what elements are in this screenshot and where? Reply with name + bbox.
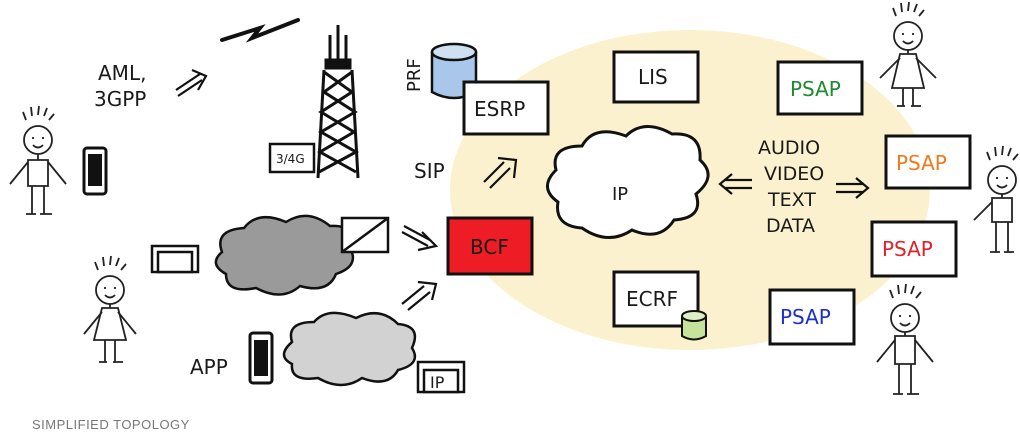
psap-box-3: PSAP <box>870 220 958 278</box>
psap-label-2: PSAP <box>896 151 947 175</box>
psap-box-2: PSAP <box>884 134 972 190</box>
ip-phone-label: IP <box>430 373 445 392</box>
ip-cloud-label: IP <box>612 184 628 205</box>
tower-badge: 3/4G <box>268 142 316 174</box>
sip-label: SIP <box>414 159 445 183</box>
tower-badge-label: 3/4G <box>276 152 305 166</box>
media-text-label: TEXT <box>767 189 816 211</box>
bcf-box: BCF <box>446 216 534 276</box>
psap-box-4: PSAP <box>768 288 856 346</box>
esrp-box: ESRP <box>462 80 550 136</box>
person-icon <box>83 255 137 363</box>
aml-arrow-icon <box>175 68 208 97</box>
lis-box: LIS <box>612 50 700 104</box>
psap-label-1: PSAP <box>790 77 841 101</box>
media-arrow-left-icon <box>718 173 752 195</box>
prf-label: PRF <box>404 58 425 92</box>
person-icon <box>9 105 67 215</box>
person-icon <box>876 283 934 395</box>
media-data-label: DATA <box>766 215 815 237</box>
pstn-arrow-icon <box>401 225 439 252</box>
app-phone-icon <box>248 331 274 385</box>
media-arrow-right-icon <box>836 177 870 199</box>
ecrf-database-icon <box>681 310 707 341</box>
media-video-label: VIDEO <box>764 163 824 185</box>
psap-box-1: PSAP <box>776 60 864 116</box>
diagram-caption: SIMPLIFIED TOPOLOGY <box>32 417 190 432</box>
person-icon <box>879 1 937 107</box>
3gpp-label: 3GPP <box>94 87 146 111</box>
person-icon <box>973 145 1019 253</box>
internet-arrow-icon <box>401 280 438 311</box>
esrp-label: ESRP <box>474 97 525 121</box>
media-audio-label: AUDIO <box>758 137 820 159</box>
sip-arrow-icon <box>483 156 518 189</box>
radio-signal-icon <box>220 18 300 43</box>
lis-label: LIS <box>638 65 668 89</box>
bcf-label: BCF <box>470 235 509 259</box>
aml-label: AML, <box>98 61 146 85</box>
gateway-box-icon <box>340 216 390 254</box>
ecrf-label: ECRF <box>626 287 678 311</box>
ip-phone-icon <box>416 360 466 394</box>
psap-label-4: PSAP <box>780 305 831 329</box>
pstn-cloud <box>214 214 355 296</box>
mobile-phone-icon <box>82 146 108 196</box>
psap-label-3: PSAP <box>882 237 933 261</box>
ip-cloud <box>546 125 710 239</box>
cell-tower-icon <box>316 25 360 179</box>
desk-phone-icon <box>150 244 200 274</box>
app-label: APP <box>190 355 228 379</box>
internet-cloud <box>282 311 417 387</box>
